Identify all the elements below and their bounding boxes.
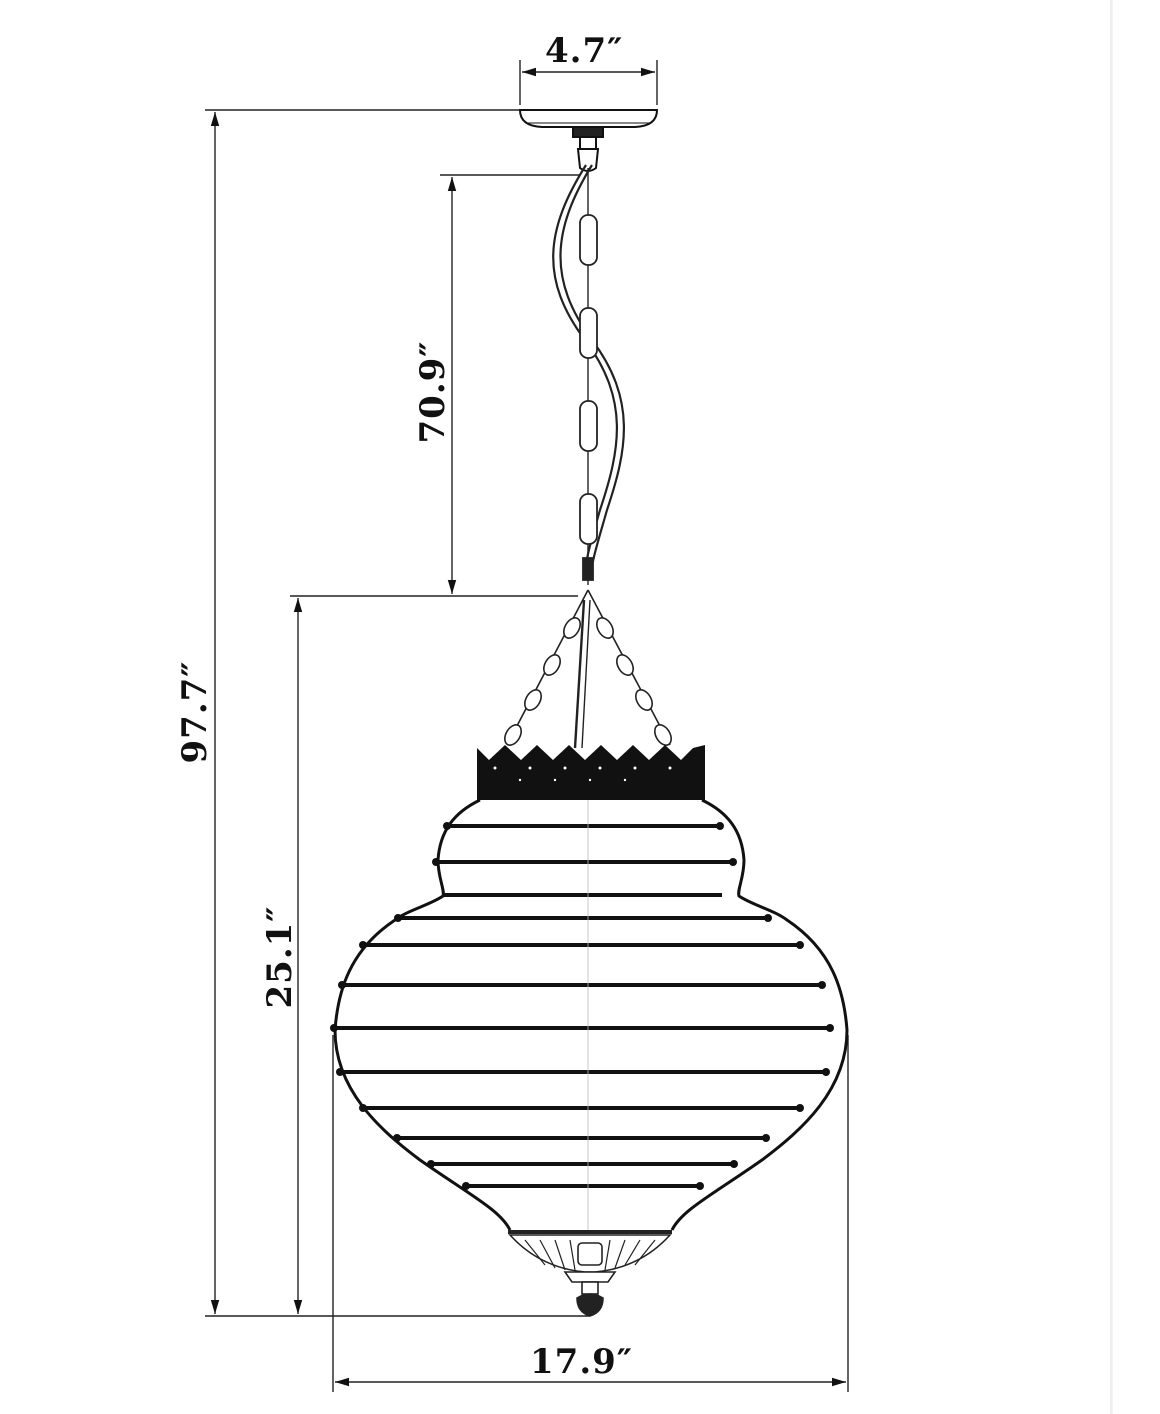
dimension-chain-length [290, 174, 580, 597]
dimension-fixture-width [332, 1035, 849, 1392]
crown-chains [504, 589, 672, 749]
dimension-canopy-width [519, 60, 658, 105]
globe-ribs [334, 824, 830, 1188]
label-fixture-width: 17.9″ [530, 1342, 633, 1382]
label-canopy-width: 4.7″ [545, 31, 624, 71]
main-chain [579, 168, 598, 585]
canopy [518, 109, 659, 172]
dimension-overall-height [205, 109, 590, 1317]
page-edge-divider [1110, 0, 1113, 1414]
crown-top [477, 745, 705, 800]
bottom-finial [508, 1230, 672, 1317]
rib-rivets [330, 822, 834, 1190]
label-chain-length: 70.9″ [413, 340, 453, 444]
label-overall-height: 97.7″ [175, 660, 215, 764]
label-fixture-height: 25.1″ [260, 905, 300, 1009]
